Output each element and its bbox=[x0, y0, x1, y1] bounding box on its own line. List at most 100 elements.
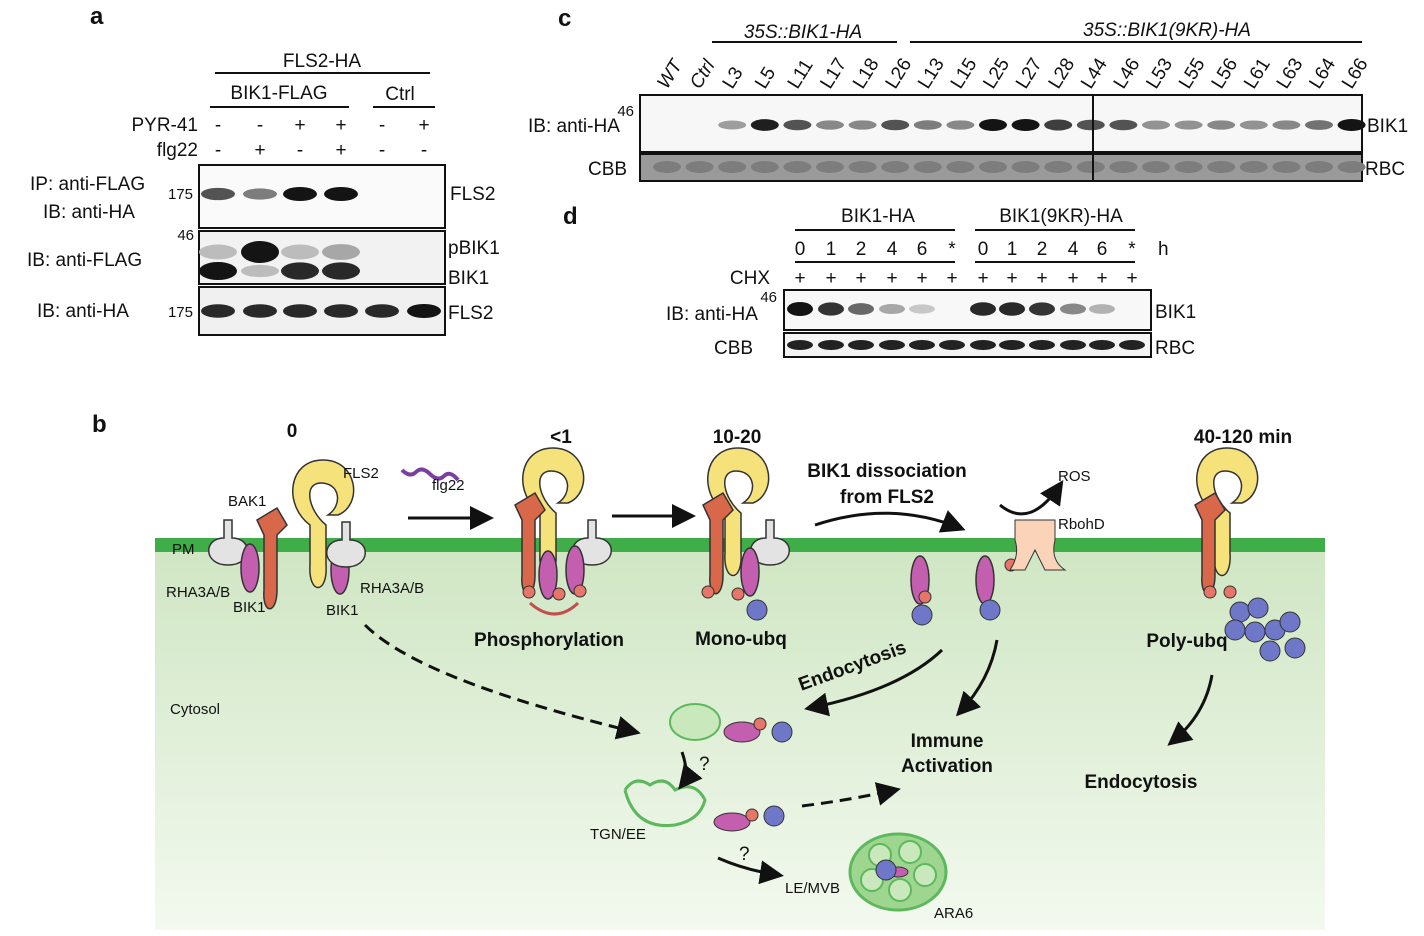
blot1 bbox=[198, 164, 446, 229]
ubiquitin-icon bbox=[1284, 637, 1306, 659]
band-pbik1 bbox=[281, 244, 319, 260]
group-bik1-flag: BIK1-FLAG bbox=[230, 83, 327, 104]
chx-sign: + bbox=[794, 268, 805, 289]
rbohd-enzyme bbox=[1009, 519, 1067, 571]
ubiquitin-icon bbox=[1279, 611, 1301, 633]
band-bik1 bbox=[1174, 120, 1203, 130]
ubiquitin-icon bbox=[1229, 601, 1251, 623]
band-bik1 bbox=[1076, 119, 1105, 131]
rha3-protein bbox=[208, 519, 248, 566]
cbb-label: CBB bbox=[588, 159, 627, 180]
time-label: 6 bbox=[917, 239, 928, 260]
band-rbc bbox=[818, 340, 844, 350]
time-label: 2 bbox=[1037, 239, 1048, 260]
time-label: 0 bbox=[978, 239, 989, 260]
band-rbc bbox=[1060, 340, 1086, 350]
band-bik1 bbox=[999, 302, 1025, 316]
arrow bbox=[804, 648, 944, 717]
band-fls2 bbox=[365, 304, 399, 318]
band-fls2 bbox=[243, 304, 277, 318]
chx-sign: + bbox=[977, 268, 988, 289]
ubiquitin-icon bbox=[911, 604, 933, 626]
group-35s-bik1: 35S::BIK1-HA bbox=[744, 22, 862, 43]
time-label: 1 bbox=[1007, 239, 1018, 260]
lane-label: L26 bbox=[882, 55, 917, 93]
label-le-mvb: LE/MVB bbox=[785, 880, 840, 897]
band-fls2 bbox=[324, 304, 358, 318]
band-bik1 bbox=[979, 119, 1007, 131]
flg22-sign: - bbox=[297, 140, 303, 161]
phospho-icon bbox=[573, 584, 587, 598]
lane-label: L63 bbox=[1273, 55, 1308, 93]
band-bik1 bbox=[1109, 119, 1138, 131]
lane-label: L5 bbox=[751, 64, 780, 93]
group-fls2-ha: FLS2-HA bbox=[283, 51, 361, 72]
arrow bbox=[1167, 674, 1214, 746]
time-0: 0 bbox=[287, 421, 298, 442]
band-bik1 bbox=[1305, 120, 1333, 130]
band-rbc bbox=[909, 340, 935, 350]
band-rbc bbox=[970, 340, 996, 350]
lane-label: L13 bbox=[914, 55, 949, 93]
band-rbc bbox=[1076, 161, 1105, 173]
band-rbc bbox=[1239, 161, 1268, 173]
band-rbc bbox=[1207, 161, 1236, 173]
blot1-ib-label: IB: anti-HA bbox=[43, 202, 135, 223]
band-bik1 bbox=[1337, 119, 1366, 131]
chx-sign: + bbox=[1036, 268, 1047, 289]
label-rha-right: RHA3A/B bbox=[360, 580, 424, 597]
phospho-icon bbox=[753, 717, 767, 731]
band-rbc bbox=[783, 161, 812, 173]
time-unit: h bbox=[1158, 239, 1169, 260]
time-label: * bbox=[1128, 239, 1136, 260]
label-bik1-left: BIK1 bbox=[233, 599, 266, 616]
bak1-coreceptor bbox=[702, 491, 734, 595]
band-fls2 bbox=[283, 304, 317, 318]
pyr41-sign: - bbox=[215, 115, 221, 136]
band-fls2 bbox=[283, 187, 317, 201]
ubiquitin-icon bbox=[979, 599, 1001, 621]
marker-46: 46 bbox=[617, 103, 634, 120]
bik1-protein bbox=[713, 812, 751, 832]
ubiquitin-icon bbox=[1244, 621, 1266, 643]
band-pbik1 bbox=[199, 244, 237, 260]
chx-sign: + bbox=[916, 268, 927, 289]
flg22-peptide bbox=[400, 467, 460, 482]
group-35s-bik1-9kr: 35S::BIK1(9KR)-HA bbox=[1083, 20, 1251, 41]
label-endocytosis-2: Endocytosis bbox=[1085, 772, 1198, 793]
band-bik1 bbox=[199, 262, 237, 280]
ubiquitin-icon bbox=[1247, 597, 1269, 619]
bik1-protein bbox=[740, 547, 760, 597]
dissociation-line2: from FLS2 bbox=[840, 487, 934, 508]
band-rbc bbox=[816, 161, 844, 173]
band-bik1 bbox=[1044, 119, 1073, 131]
marker-175: 175 bbox=[168, 304, 193, 321]
lane-label: L53 bbox=[1142, 55, 1177, 93]
bak1-coreceptor bbox=[256, 506, 288, 610]
label-mono-ubq: Mono-ubq bbox=[695, 629, 787, 650]
band-bik1 bbox=[787, 302, 813, 316]
group-ctrl: Ctrl bbox=[385, 84, 415, 105]
band-bik1 bbox=[783, 119, 812, 131]
flg22-sign: + bbox=[254, 140, 265, 161]
band-rbc bbox=[1174, 161, 1203, 173]
chx-sign: + bbox=[946, 268, 957, 289]
lane-label: L56 bbox=[1208, 55, 1243, 93]
rha3-protein bbox=[750, 519, 790, 566]
time-40-120: 40-120 min bbox=[1194, 427, 1292, 448]
band-rbc bbox=[848, 340, 874, 350]
ubiquitin-icon bbox=[875, 859, 897, 881]
label-bak1: BAK1 bbox=[228, 493, 266, 510]
band-fls2 bbox=[201, 187, 235, 201]
ubiquitin-icon bbox=[763, 805, 785, 827]
time-label: 2 bbox=[856, 239, 867, 260]
flg22-sign: - bbox=[215, 140, 221, 161]
lane-label: L11 bbox=[784, 56, 818, 93]
band-label-bik1: BIK1 bbox=[448, 268, 489, 289]
label-bik1-right: BIK1 bbox=[326, 602, 359, 619]
label-rbohd: RbohD bbox=[1058, 516, 1105, 533]
marker-46: 46 bbox=[177, 227, 194, 244]
phospho-icon bbox=[918, 590, 932, 604]
lane-label: L18 bbox=[849, 55, 884, 93]
band-bik1 bbox=[1239, 120, 1268, 130]
